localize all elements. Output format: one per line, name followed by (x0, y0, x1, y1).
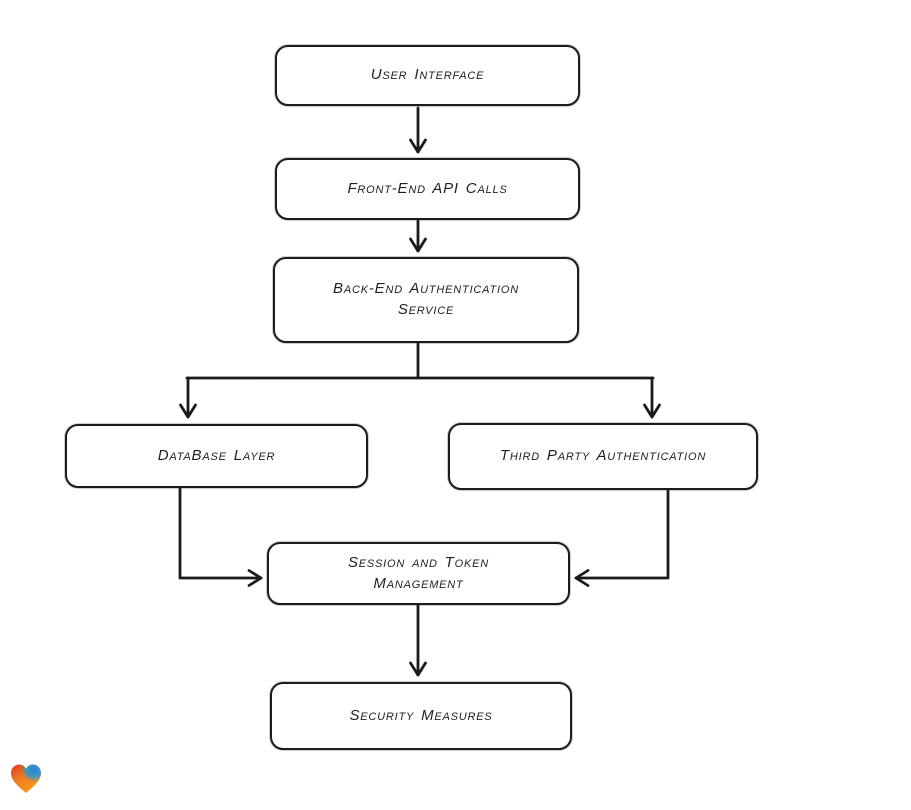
node-label: Session and Token Management (347, 553, 490, 592)
node-front-end-api-calls: Front-End API Calls (275, 158, 580, 220)
node-user-interface: User Interface (275, 45, 580, 106)
gradient-heart-icon (11, 764, 41, 793)
node-back-end-authentication-service: Back-End Authentication Service (273, 257, 579, 343)
node-third-party-authentication: Third Party Authentication (448, 423, 758, 490)
node-database-layer: DataBase Layer (65, 424, 368, 488)
node-label: Security Measures (349, 706, 493, 724)
node-label: Back-End Authentication Service (333, 280, 519, 318)
node-label: Front-End API Calls (347, 179, 508, 197)
node-label: User Interface (370, 66, 485, 84)
edge-database-to-session (178, 485, 263, 587)
node-security-measures: Security Measures (270, 682, 572, 750)
edge-third-party-to-session (574, 487, 670, 587)
lovable-heart-badge[interactable] (8, 761, 44, 797)
node-session-and-token-management: Session and Token Management (267, 542, 570, 605)
node-label: Third Party Authentication (499, 447, 707, 465)
node-label: DataBase Layer (157, 446, 276, 464)
